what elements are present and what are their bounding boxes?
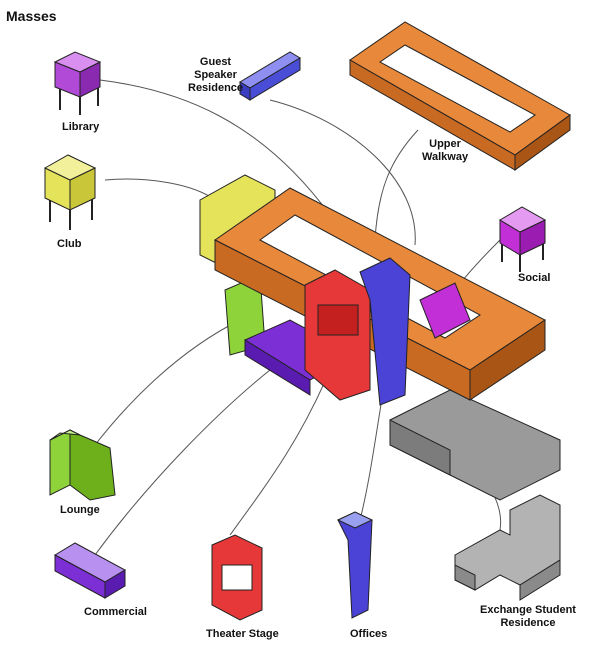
guest-mass (239, 51, 301, 101)
label-library: Library (62, 121, 100, 133)
connector-commercial (94, 369, 271, 556)
offices-mass (336, 511, 374, 619)
label-theater: Theater Stage (206, 628, 279, 640)
label-commercial: Commercial (84, 606, 147, 618)
library-mass (53, 51, 102, 115)
label-social: Social (518, 272, 551, 284)
theater-mass (211, 534, 263, 621)
connector-library (99, 79, 331, 216)
connector-club (104, 178, 216, 201)
main-building (199, 174, 561, 501)
connector-lounge (94, 319, 241, 446)
label-lounge: Lounge (60, 504, 100, 516)
connector-theater (229, 369, 331, 536)
social-mass (499, 206, 547, 272)
connector-guest (269, 99, 416, 246)
label-offices: Offices (350, 628, 388, 640)
diagram-title: Masses (6, 8, 57, 24)
label-club: Club (57, 238, 82, 250)
exchange-mass (454, 494, 561, 601)
club-mass (43, 154, 97, 230)
upper-walkway-mass (349, 21, 571, 171)
lounge-mass (49, 429, 116, 501)
commercial-mass (53, 542, 127, 599)
connector-upper (374, 129, 419, 241)
